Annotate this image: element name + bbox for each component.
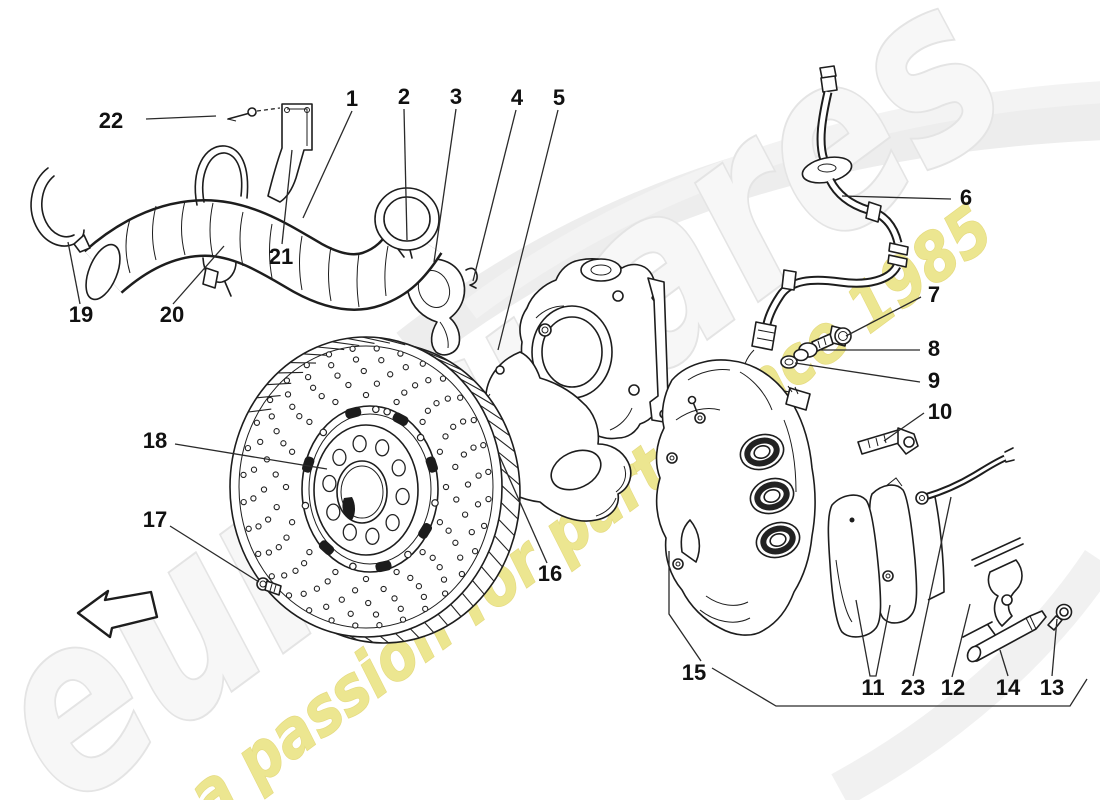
disc-hat-lugs xyxy=(301,405,439,573)
callout-18[interactable]: 18 xyxy=(142,428,168,453)
bleeder-screw xyxy=(687,395,706,424)
group-bracket-15 xyxy=(668,551,1088,707)
brake-hose xyxy=(743,65,909,393)
brake-disc xyxy=(229,336,521,644)
funnel-clip-4 xyxy=(465,267,478,289)
air-hose-assembly xyxy=(30,103,443,311)
callout-14[interactable]: 14 xyxy=(995,675,1021,700)
wheel-bolt-holes xyxy=(322,435,410,545)
callout-12[interactable]: 12 xyxy=(940,675,966,700)
callout-16[interactable]: 16 xyxy=(537,561,563,586)
callout-21[interactable]: 21 xyxy=(268,244,294,269)
sensor-connector xyxy=(785,385,811,411)
pad-guide-pin xyxy=(966,610,1047,663)
hose-clip xyxy=(865,201,882,223)
callout-19[interactable]: 19 xyxy=(68,302,94,327)
callout-3[interactable]: 3 xyxy=(449,84,463,109)
hose-clip xyxy=(781,269,797,291)
screw-22 xyxy=(227,107,281,122)
callout-2[interactable]: 2 xyxy=(397,84,411,109)
callout-9[interactable]: 9 xyxy=(927,368,941,393)
caliper-bolt xyxy=(857,427,919,455)
direction-arrow-icon xyxy=(76,589,159,639)
disc-set-screw xyxy=(256,577,282,596)
callout-15[interactable]: 15 xyxy=(681,660,707,685)
leader-lines xyxy=(67,108,1088,707)
callout-13[interactable]: 13 xyxy=(1039,675,1065,700)
callout-22[interactable]: 22 xyxy=(98,108,124,133)
callout-6[interactable]: 6 xyxy=(959,185,973,210)
hose-clamp-19 xyxy=(30,167,91,253)
callout-4[interactable]: 4 xyxy=(510,85,524,110)
callout-1[interactable]: 1 xyxy=(345,86,359,111)
callout-20[interactable]: 20 xyxy=(159,302,185,327)
hose-banjo-end xyxy=(751,321,777,351)
callout-17[interactable]: 17 xyxy=(142,507,168,532)
callout-7[interactable]: 7 xyxy=(927,282,941,307)
caliper-pistons xyxy=(739,433,801,559)
brake-caliper xyxy=(655,359,816,636)
pad-retaining-spring xyxy=(962,537,1024,638)
callout-10[interactable]: 10 xyxy=(927,399,953,424)
hose-corrugations xyxy=(125,200,389,308)
callout-8[interactable]: 8 xyxy=(927,336,941,361)
hose-clamp-20 xyxy=(194,145,249,297)
disc-vent-hatch xyxy=(248,336,521,644)
wear-sensor-wire xyxy=(915,447,1015,505)
hose-mounting-bracket xyxy=(267,103,313,203)
watermark-swoosh xyxy=(396,81,1100,800)
disc-drill-holes xyxy=(240,345,492,629)
union-fitting-8 xyxy=(793,342,818,362)
seal-ring-9 xyxy=(780,355,798,369)
callout-5[interactable]: 5 xyxy=(552,85,566,110)
callout-11[interactable]: 11 xyxy=(861,675,885,700)
callout-23[interactable]: 23 xyxy=(900,675,926,700)
bolt-13 xyxy=(1047,603,1073,631)
